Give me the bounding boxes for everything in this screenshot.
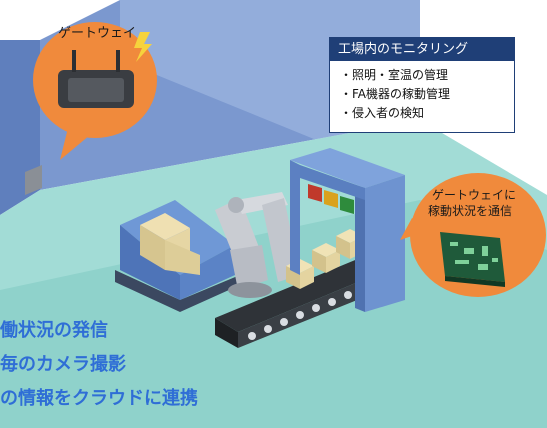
notify-line1: ゲートウェイに: [432, 188, 517, 202]
workstation-front: [180, 245, 235, 300]
notify-line2: 稼動状況を通信: [428, 204, 513, 218]
caption-line-2: 毎のカメラ撮影: [0, 354, 126, 375]
conveyor-belt: [215, 258, 382, 348]
wall-sensor: [25, 165, 42, 195]
workstation-side: [120, 225, 180, 300]
inspection-gate: [290, 148, 405, 312]
notify-callout: [400, 173, 546, 297]
monitoring-title: 工場内のモニタリング: [330, 38, 514, 61]
caption-line-3: の情報をクラウドに連携: [0, 388, 198, 409]
gateway-callout: [33, 22, 157, 160]
block-ext: [165, 240, 200, 275]
block-top: [140, 213, 190, 240]
wireless-icon: [134, 32, 152, 62]
workstation-base: [115, 270, 240, 312]
circuit-board-icon: [440, 232, 505, 287]
signal-lights: [308, 184, 354, 214]
caption-line-1: 働状況の発信: [0, 320, 108, 341]
monitoring-item: ・FA機器の稼動管理: [340, 87, 451, 101]
block-left: [140, 225, 165, 270]
monitoring-box: 工場内のモニタリング ・照明・室温の管理 ・FA機器の稼動管理 ・侵入者の検知: [329, 37, 515, 133]
gateway-label: ゲートウェイ: [58, 26, 137, 41]
conveyor-boxes: [286, 229, 364, 289]
monitoring-item: ・照明・室温の管理: [340, 68, 449, 82]
monitoring-item: ・侵入者の検知: [340, 106, 425, 120]
